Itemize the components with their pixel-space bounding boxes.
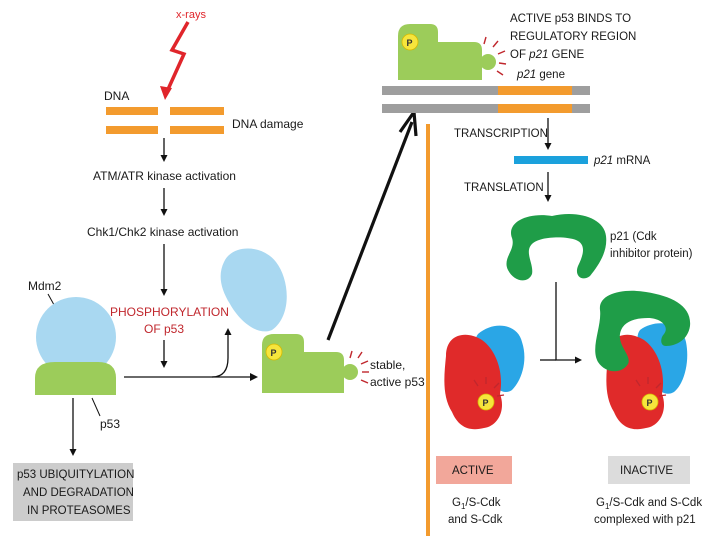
phosphate-icon bbox=[641, 393, 659, 411]
dna-label: DNA bbox=[104, 89, 129, 103]
dna-damaged-strands bbox=[106, 107, 224, 134]
phosphate-icon bbox=[265, 343, 283, 361]
ubiquitylation-line3: IN PROTEASOMES bbox=[27, 505, 131, 517]
atm-atr-label: ATM/ATR kinase activation bbox=[93, 169, 236, 183]
active-cdk-complex: P bbox=[444, 325, 525, 430]
phosphorylation-label-line1: PHOSPHORYLATION bbox=[110, 305, 229, 319]
p21-gene-dna bbox=[382, 86, 590, 113]
chk-label: Chk1/Chk2 kinase activation bbox=[87, 225, 238, 239]
inactive-cdk-p21-complex: P bbox=[595, 290, 691, 430]
phosphate-label: P bbox=[647, 398, 653, 408]
ubiquitylation-box bbox=[13, 463, 133, 521]
transcription-label: TRANSCRIPTION bbox=[454, 128, 548, 140]
xray-bolt-icon bbox=[163, 21, 190, 97]
active-binds-line2: REGULATORY REGION bbox=[510, 31, 636, 43]
mdm2-protein bbox=[36, 297, 116, 377]
phosphate-label: P bbox=[407, 38, 413, 48]
p21-protein-label-line2: inhibitor protein) bbox=[610, 248, 693, 260]
arrow-to-gene-binding bbox=[326, 121, 414, 341]
active-box-label: ACTIVE bbox=[452, 465, 494, 477]
xrays-label: x-rays bbox=[176, 9, 206, 21]
translation-label: TRANSLATION bbox=[464, 182, 544, 194]
p53-label: p53 bbox=[100, 417, 120, 431]
phosphorylation-label-line2: OF p53 bbox=[144, 322, 184, 336]
phosphate-icon bbox=[477, 393, 495, 411]
arrow-p21-to-complex bbox=[555, 282, 582, 364]
active-binds-line1: ACTIVE p53 BINDS TO bbox=[510, 13, 631, 25]
mdm2-label: Mdm2 bbox=[28, 279, 62, 293]
ubiquitylation-line1: p53 UBIQUITYLATION bbox=[17, 469, 134, 481]
phosphate-label: P bbox=[483, 398, 489, 408]
inactive-box-label: INACTIVE bbox=[620, 465, 673, 477]
active-caption-line1: G1/S-Cdk bbox=[452, 497, 501, 511]
p21-mrna-label: p21 mRNA bbox=[593, 155, 651, 167]
phosphate-icon bbox=[401, 33, 419, 51]
phosphate-label: P bbox=[271, 348, 277, 358]
p21-gene-label: p21 gene bbox=[516, 69, 565, 81]
p53-bound-to-gene: P bbox=[398, 24, 507, 80]
mdm2-released-protein bbox=[220, 248, 287, 332]
p21-protein bbox=[506, 214, 607, 281]
inactive-caption-line1: G1/S-Cdk and S-Cdk bbox=[596, 497, 702, 511]
ubiquitylation-line2: AND DEGRADATION bbox=[23, 487, 134, 499]
active-binds-line3: OF p21 GENE bbox=[510, 49, 584, 61]
p21-mrna bbox=[514, 156, 588, 164]
dna-damage-label: DNA damage bbox=[232, 117, 304, 131]
inactive-caption-line2: complexed with p21 bbox=[594, 514, 696, 526]
stable-active-p53: P bbox=[262, 334, 369, 393]
p21-protein-label-line1: p21 (Cdk bbox=[610, 231, 657, 243]
panel-divider bbox=[426, 124, 430, 536]
active-caption-line2: and S-Cdk bbox=[448, 514, 503, 526]
stable-label-line2: active p53 bbox=[370, 375, 425, 389]
stable-label-line1: stable, bbox=[370, 358, 405, 372]
inactive-box bbox=[608, 456, 690, 484]
active-box bbox=[436, 456, 512, 484]
arrow-mdm2-release bbox=[211, 328, 232, 378]
p53-pointer bbox=[91, 397, 101, 417]
xray-bolt-head-icon bbox=[160, 86, 172, 100]
p53-protein-bound bbox=[35, 362, 116, 395]
